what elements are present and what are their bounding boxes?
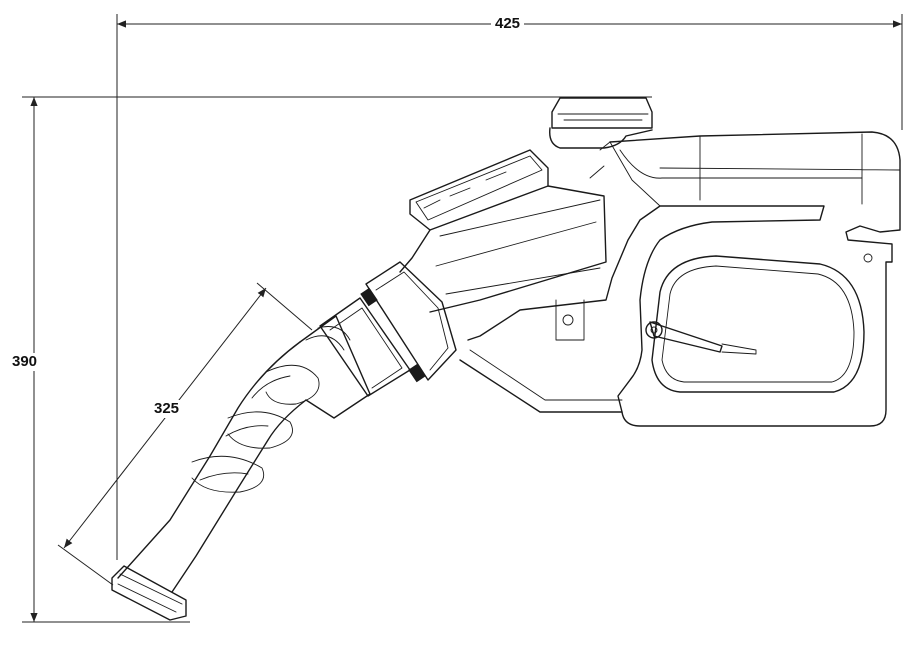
width-dimension-label: 425 [491, 15, 525, 33]
coupling [319, 261, 457, 397]
height-dimension-label: 390 [8, 353, 42, 371]
top-cap [549, 97, 653, 149]
dimension-spout [57, 282, 313, 586]
dimension-width [116, 14, 903, 560]
sight-window [399, 149, 607, 313]
spout [111, 315, 371, 621]
nozzle-body [459, 131, 901, 427]
spout-dimension-label: 325 [150, 400, 184, 418]
